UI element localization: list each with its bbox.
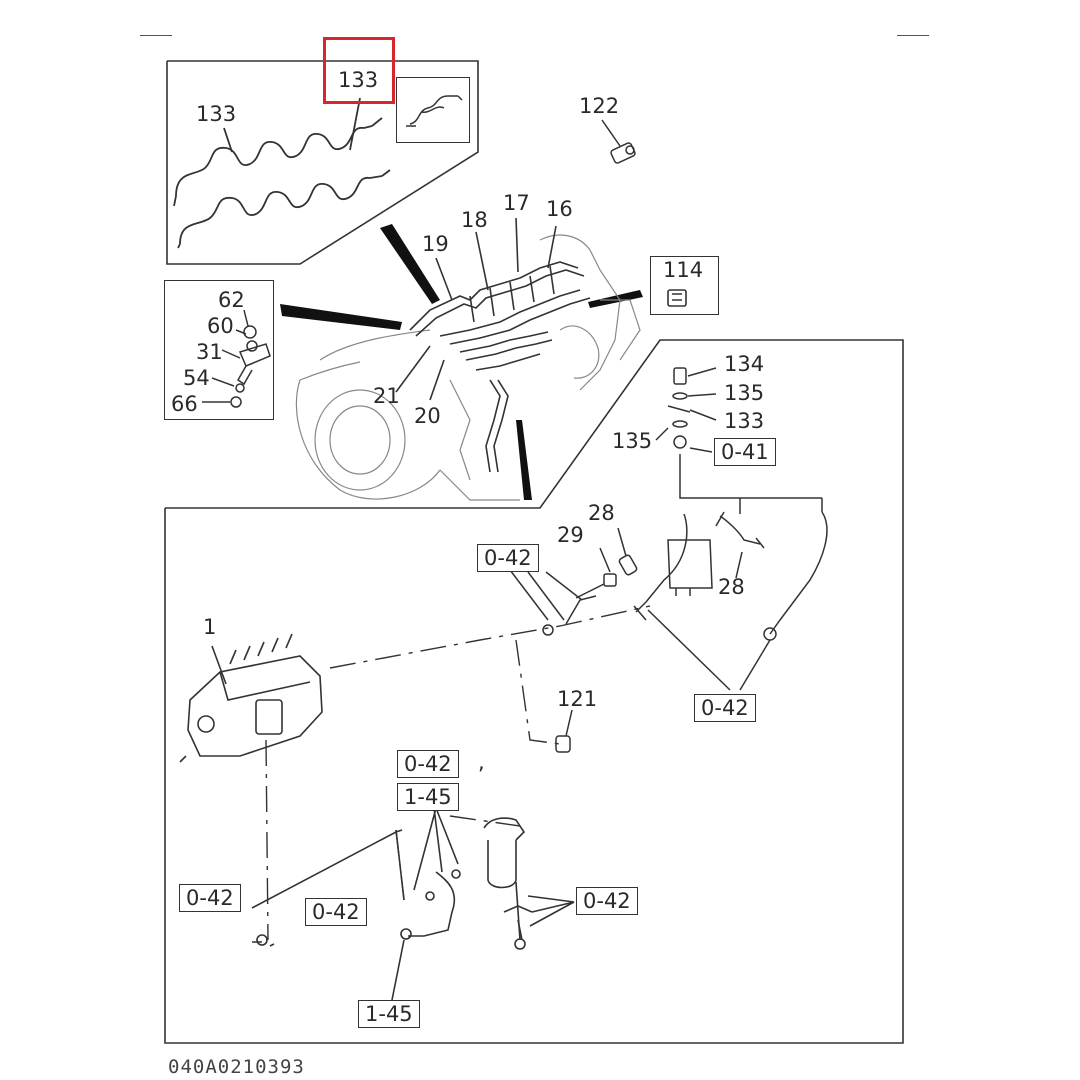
ref-box-0-42-right[interactable]: 0-42 bbox=[694, 694, 756, 722]
ref-box-0-42-left[interactable]: 0-42 bbox=[179, 884, 241, 912]
pipe-inset-box bbox=[396, 77, 470, 143]
drawing-code: 040A0210393 bbox=[168, 1056, 305, 1078]
part-label-122[interactable]: 122 bbox=[579, 94, 620, 118]
ref-box-0-42-middle[interactable]: 0-42 bbox=[397, 750, 459, 778]
corner-mark-left bbox=[140, 35, 172, 36]
part-label-1[interactable]: 1 bbox=[203, 615, 217, 639]
highlighted-callout-box bbox=[323, 37, 395, 104]
part-label-114[interactable]: 114 bbox=[663, 258, 704, 282]
part-label-121[interactable]: 121 bbox=[557, 687, 598, 711]
corner-mark-right bbox=[897, 35, 929, 36]
injector-detail-panel bbox=[164, 280, 274, 420]
highlighted-part-133[interactable]: 133 bbox=[338, 68, 379, 92]
part-label-17[interactable]: 17 bbox=[503, 191, 530, 215]
part-label-135-lower[interactable]: 135 bbox=[612, 429, 653, 453]
part-label-135[interactable]: 135 bbox=[724, 381, 765, 405]
part-label-134[interactable]: 134 bbox=[724, 352, 765, 376]
part-label-18[interactable]: 18 bbox=[461, 208, 488, 232]
ref-box-1-45-lower[interactable]: 1-45 bbox=[358, 1000, 420, 1028]
ref-box-0-41[interactable]: 0-41 bbox=[714, 438, 776, 466]
ref-box-0-42-bottom-right[interactable]: 0-42 bbox=[576, 887, 638, 915]
part-label-62[interactable]: 62 bbox=[218, 288, 245, 312]
part-label-133[interactable]: 133 bbox=[196, 102, 237, 126]
part-label-29[interactable]: 29 bbox=[557, 523, 584, 547]
ref-box-0-42-bottom-center[interactable]: 0-42 bbox=[305, 898, 367, 926]
part-label-28-hose[interactable]: 28 bbox=[718, 575, 745, 599]
part-label-16[interactable]: 16 bbox=[546, 197, 573, 221]
part-label-28[interactable]: 28 bbox=[588, 501, 615, 525]
ref-box-0-42-upper[interactable]: 0-42 bbox=[477, 544, 539, 572]
part-label-19[interactable]: 19 bbox=[422, 232, 449, 256]
part-label-21[interactable]: 21 bbox=[373, 384, 400, 408]
ref-separator: , bbox=[478, 750, 485, 774]
clip-detail-panel bbox=[650, 256, 719, 315]
part-label-54[interactable]: 54 bbox=[183, 366, 210, 390]
part-label-66[interactable]: 66 bbox=[171, 392, 198, 416]
part-label-133-detail[interactable]: 133 bbox=[724, 409, 765, 433]
part-label-20[interactable]: 20 bbox=[414, 404, 441, 428]
part-label-31[interactable]: 31 bbox=[196, 340, 223, 364]
ref-box-1-45-upper[interactable]: 1-45 bbox=[397, 783, 459, 811]
part-label-60[interactable]: 60 bbox=[207, 314, 234, 338]
